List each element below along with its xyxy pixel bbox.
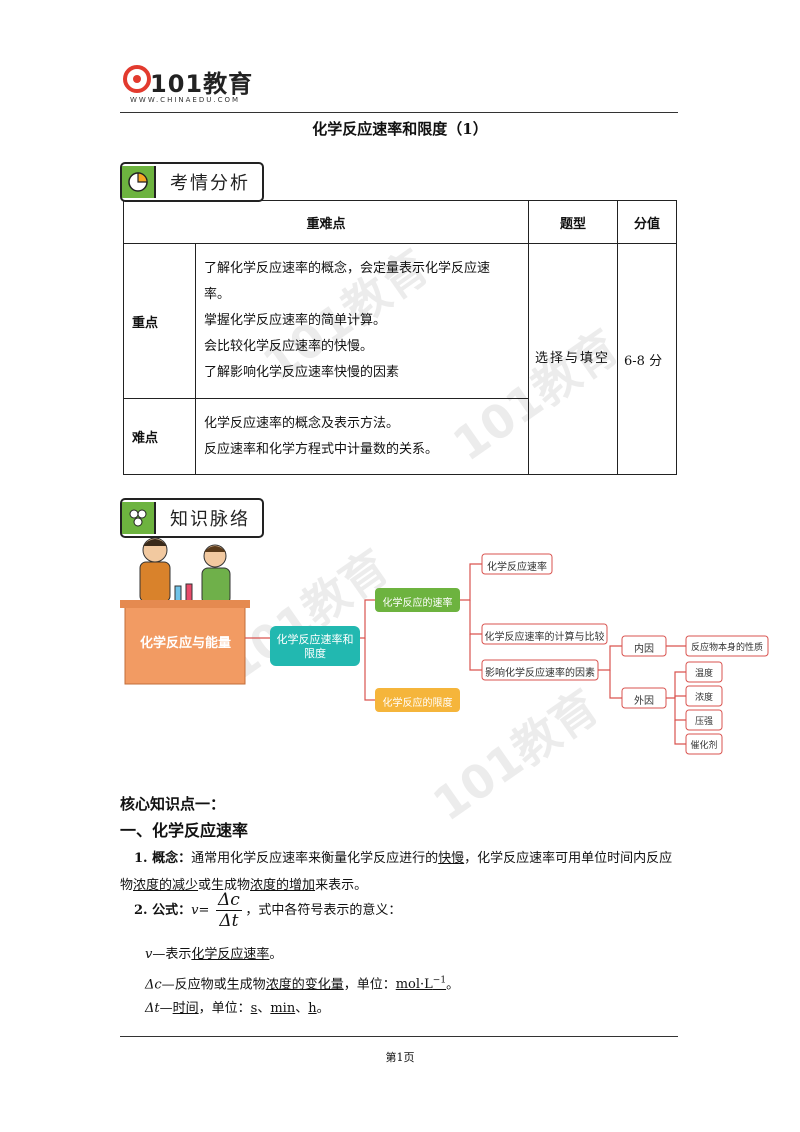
text: 。 [446, 977, 460, 993]
underlined-term: 浓度的变化量 [265, 977, 344, 993]
branch-node [375, 688, 460, 712]
unit-base: mol·L [395, 977, 433, 993]
text: 来表示。 [315, 878, 368, 893]
score-cell: 6-8 分 [617, 243, 677, 475]
leaf-label: 催化剂 [690, 741, 718, 751]
header-cell: 分值 [617, 200, 677, 244]
text: —表示 [152, 947, 192, 962]
text: — [159, 1001, 173, 1016]
knowledge-mindmap: 化学反应与能量 化学反应速率和限度 化学反应的速率 化学反应的限度 化学反应速率… [120, 538, 770, 768]
text: 。 [316, 1001, 330, 1016]
logo-url: WWW.CHINAEDU.COM [130, 96, 241, 104]
text: ，单位： [343, 977, 396, 993]
content-cell: 化学反应速率的概念及表示方法。 反应速率和化学方程式中计量数的关系。 [195, 398, 529, 475]
underlined-term: 化学反应速率 [191, 947, 270, 962]
unit: mol·L−1 [395, 976, 447, 993]
text: 或生成物 [198, 878, 251, 893]
branch-node [375, 588, 460, 612]
root-node [270, 626, 360, 666]
sub-label: 化学反应速率 [487, 562, 547, 573]
text: ，式中各符号表示的意义： [245, 903, 402, 918]
factor-label: 内因 [634, 644, 654, 655]
text: 、 [257, 1001, 271, 1016]
header-cell: 题型 [528, 200, 618, 244]
factor-label: 外因 [634, 696, 654, 707]
category-cell: 难点 [123, 398, 196, 475]
connector-lines [245, 563, 686, 745]
branch-label: 化学反应的速率 [382, 598, 453, 609]
text: ，化学反应速率可用单位时间内反应物 [120, 851, 673, 893]
unit-exponent: −1 [432, 976, 447, 986]
type-cell: 选择与填空 [528, 243, 618, 475]
section-heading: 一、化学反应速率 [120, 821, 249, 840]
symbol-dc-line: Δc—反应物或生成物浓度的变化量，单位：mol·L−1。 [145, 968, 705, 998]
leaf-label: 浓度 [694, 693, 713, 703]
symbol-dt-line: Δt—时间，单位：s、min、h。 [145, 995, 705, 1022]
content-line: 化学反应速率的概念及表示方法。 [204, 415, 400, 431]
content-line: 了解影响化学反应速率快慢的因素 [204, 365, 400, 380]
pie-chart-icon [122, 166, 156, 198]
branch-label: 化学反应的限度 [382, 698, 453, 709]
leaf-label: 压强 [694, 717, 713, 727]
document-title: 化学反应速率和限度（1） [312, 120, 488, 138]
students-illustration [139, 538, 231, 605]
text: 。 [269, 947, 283, 962]
header-divider [120, 112, 678, 113]
content-line: 反应速率和化学方程式中计量数的关系。 [204, 441, 439, 457]
text: ，单位： [198, 1001, 251, 1016]
sub-label: 化学反应速率的计算与比较 [484, 632, 605, 643]
section-title: 考情分析 [170, 173, 250, 194]
fraction: Δc Δt [216, 890, 242, 931]
section-title: 知识脉络 [170, 509, 250, 530]
symbol: Δt [145, 1001, 160, 1016]
text: 通常用化学反应速率来衡量化学反应进行的 [191, 851, 439, 866]
fraction-numerator: Δc [216, 890, 242, 911]
table-header-row: 重难点 题型 分值 [123, 200, 677, 244]
analysis-table: 重难点 题型 分值 重点 了解化学反应速率的概念，会定量表示化学反应速 率。 掌… [123, 200, 677, 475]
unit: h [308, 1001, 317, 1016]
root-label: 化学反应速率和限度 [276, 633, 354, 660]
core-heading: 核心知识点一： [120, 795, 226, 813]
unit: s [250, 1001, 258, 1016]
formula-paragraph: 2. 公式：v= ，式中各符号表示的意义： [120, 897, 680, 924]
footer-divider [120, 1036, 678, 1037]
content-cell: 了解化学反应速率的概念，会定量表示化学反应速 率。 掌握化学反应速率的简单计算。… [195, 243, 529, 399]
underlined-term: 时间 [172, 1001, 199, 1016]
content-line: 掌握化学反应速率的简单计算。 [204, 313, 387, 328]
text: —反应物或生成物 [161, 977, 266, 993]
text: 、 [295, 1001, 309, 1016]
underlined-term: 浓度的增加 [250, 878, 316, 893]
symbol: v [145, 947, 153, 962]
fraction-denominator: Δt [219, 911, 239, 931]
sub-label: 影响化学反应速率的因素 [485, 668, 595, 679]
logo-text: 101教育 [150, 70, 254, 98]
category-cell: 重点 [123, 243, 196, 399]
content-line: 率。 [204, 287, 231, 302]
network-icon [122, 502, 156, 534]
unit: min [270, 1001, 296, 1016]
symbol-v-line: v—表示化学反应速率。 [145, 941, 705, 968]
leaf-label: 温度 [694, 669, 713, 679]
page-number: 第1页 [385, 1051, 415, 1064]
table-row: 难点 化学反应速率的概念及表示方法。 反应速率和化学方程式中计量数的关系。 [123, 398, 677, 475]
leaf-label: 反应物本身的性质 [690, 643, 763, 653]
concept-paragraph: 1. 概念：通常用化学反应速率来衡量化学反应进行的快慢，化学反应速率可用单位时间… [120, 845, 680, 899]
logo [122, 64, 242, 108]
formula-lhs: v= [191, 903, 210, 918]
concept-label: 1. 概念： [134, 851, 192, 866]
underlined-term: 浓度的减少 [133, 878, 199, 893]
table-row: 重点 了解化学反应速率的概念，会定量表示化学反应速 率。 掌握化学反应速率的简单… [123, 243, 677, 475]
section-header-analysis: 考情分析 [120, 162, 264, 202]
desk [124, 603, 246, 685]
section-header-knowledge: 知识脉络 [120, 498, 264, 538]
header-cell: 重难点 [123, 200, 529, 244]
underlined-term: 快慢 [438, 851, 465, 866]
symbol: Δc [145, 977, 162, 993]
content-line: 会比较化学反应速率的快慢。 [204, 339, 374, 354]
desk-label: 化学反应与能量 [139, 636, 231, 651]
content-line: 了解化学反应速率的概念，会定量表示化学反应速 [204, 261, 491, 276]
formula-label: 2. 公式： [134, 903, 192, 918]
logo-icon [123, 65, 151, 93]
